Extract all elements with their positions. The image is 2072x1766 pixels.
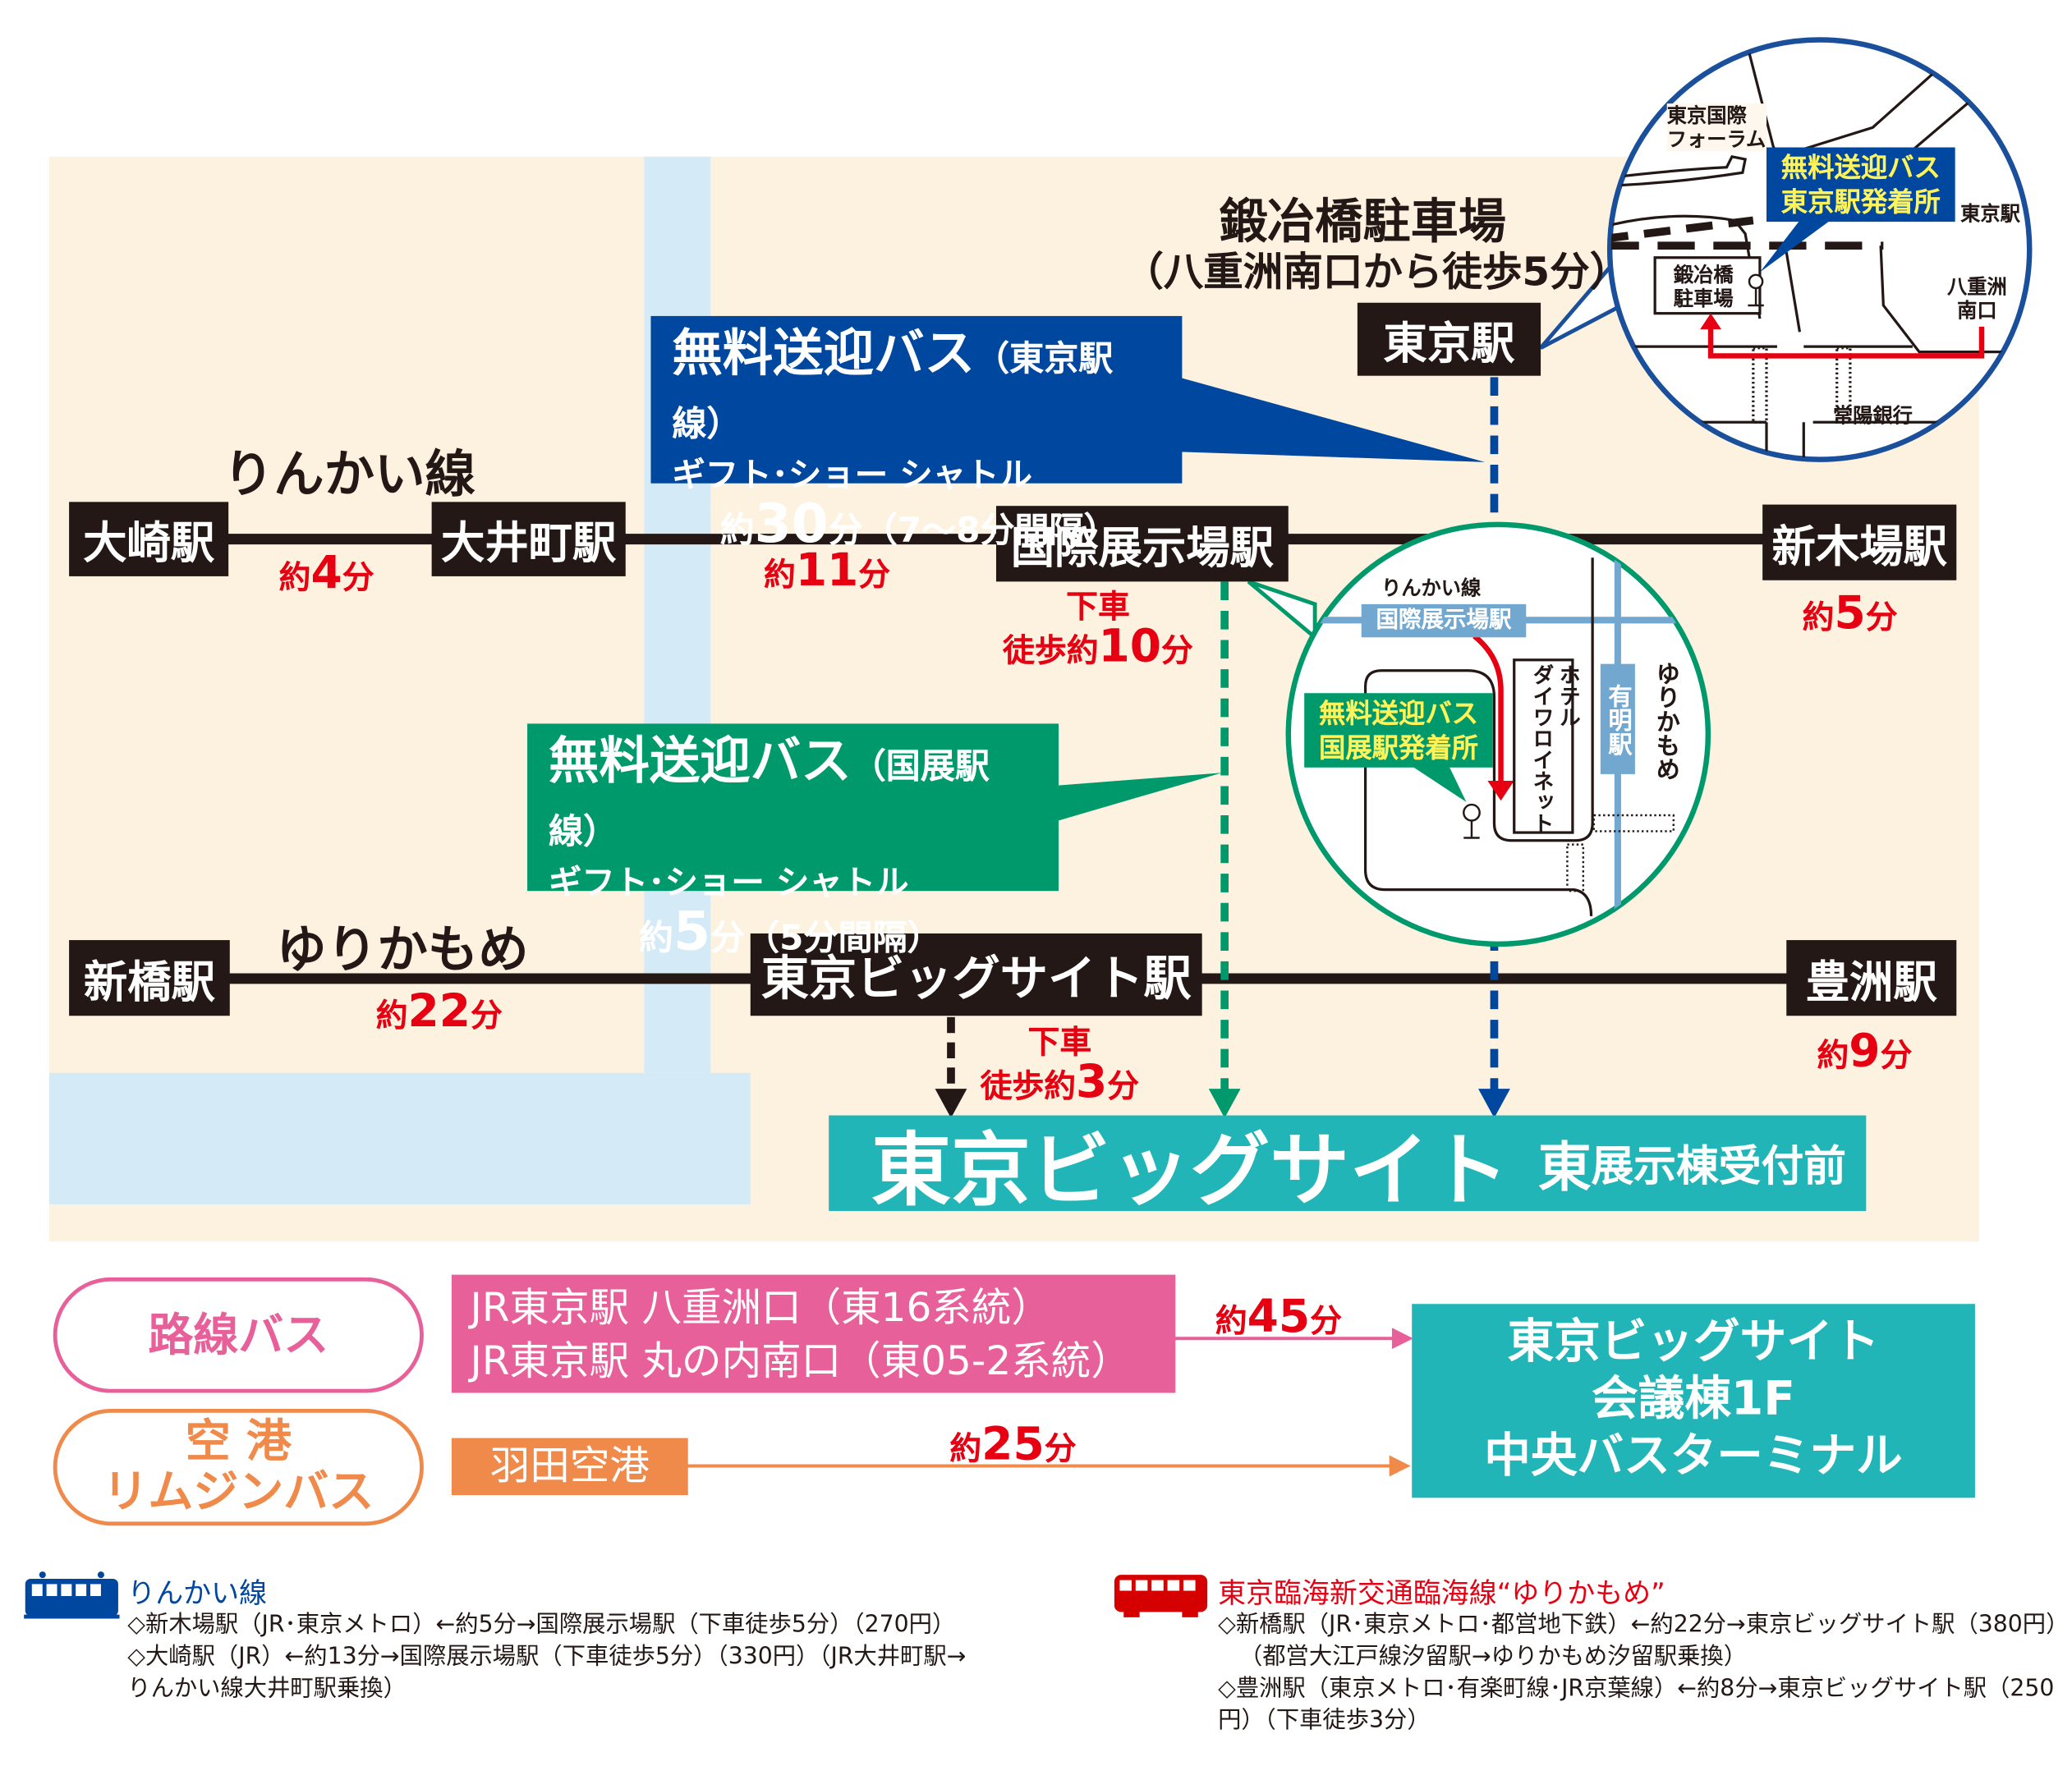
station-tokyo[interactable]: 東京駅 — [1357, 302, 1541, 376]
inset-ariake-station: 有明駅 — [1600, 663, 1635, 774]
blue-arrowhead — [1478, 1089, 1510, 1118]
inset-kokusai-station: 国際展示場駅 — [1361, 603, 1527, 638]
inset-bank: 常陽銀行 — [1832, 403, 1913, 428]
walk-big-sight: 下車 徒歩約3分 — [980, 1023, 1140, 1109]
inset-kokuten-pointer — [1247, 580, 1317, 642]
blue-callout-pointer — [1169, 374, 1486, 462]
walk-route-kokuten — [1472, 634, 1504, 784]
inset-parking-label: 鍛冶橋駐車場 — [1673, 263, 1734, 311]
route-bus-lines: JR東京駅 八重洲口（東16系統）JR東京駅 丸の内南口（東05-2系統） — [451, 1274, 1176, 1393]
inset-hotel: ホテルダイワロイネット — [1528, 663, 1581, 834]
rinkai-train-icon — [24, 1571, 120, 1619]
walk-route-tokyo — [1707, 326, 1985, 359]
station-shin-kiba[interactable]: 新木場駅 — [1762, 504, 1957, 580]
haneda-airport: 羽田空港 — [451, 1438, 688, 1496]
inset-kokuten-callout: 無料送迎バス国展駅発着所 — [1304, 693, 1493, 768]
station-osaki[interactable]: 大崎駅 — [69, 502, 229, 576]
shuttle-tokyo-callout: 無料送迎バス（東京駅線） ギフト･ショー シャトル 約30分（7～8分間隔） — [650, 315, 1183, 553]
inset-yurikamome-label: ゆりかもめ — [1652, 661, 1680, 781]
inset-forum-label: 東京国際フォーラム — [1666, 103, 1766, 152]
walk-arrowhead — [935, 1089, 967, 1118]
station-big-sight[interactable]: 東京ビッグサイト駅 — [750, 933, 1202, 1016]
time-shimbashi: 約22分 — [375, 985, 503, 1039]
green-arrowhead — [1208, 1089, 1241, 1118]
station-toyosu[interactable]: 豊洲駅 — [1786, 940, 1957, 1016]
inset-tokyo-callout: 無料送迎バス東京駅発着所 — [1766, 147, 1955, 222]
destination-sub-east: 東 — [1537, 1138, 1592, 1200]
water-bay — [48, 1072, 751, 1204]
destination-big-sight-east[interactable]: 東京ビッグサイト 東 展示棟受付前 — [829, 1115, 1867, 1217]
time-oimachi-kokusai: 約11分 — [763, 544, 891, 598]
route-bus-label: 路線バス — [53, 1277, 424, 1393]
station-kokusai-tenjijo[interactable]: 国際展示場駅 — [995, 506, 1289, 582]
destination-main: 東京ビッグサイト — [871, 1124, 1509, 1218]
rinkai-notes: りんかい線 ◇新木場駅（JR･東京メトロ）←約5分→国際展示場駅（下車徒歩5分）… — [127, 1577, 967, 1703]
yurikamome-line-label: ゆりかもめ — [276, 920, 529, 979]
water-canal — [644, 156, 711, 1073]
parking-subtitle: （八重洲南口から徒歩5分） — [1123, 250, 1630, 296]
time-toyosu: 約9分 — [1817, 1025, 1913, 1079]
time-shinkiba: 約5分 — [1802, 586, 1898, 640]
limousine-bus-label: 空 港リムジンバス — [53, 1408, 424, 1526]
yurikamome-train-icon — [1114, 1575, 1208, 1617]
station-oimachi[interactable]: 大井町駅 — [431, 502, 626, 576]
shuttle-kokuten-callout: 無料送迎バス（国展駅線） ギフト･ショー シャトル 約5分（5分間隔） — [527, 723, 1059, 960]
rinkai-line-label: りんかい線 — [223, 444, 476, 503]
station-shimbashi[interactable]: 新橋駅 — [69, 940, 230, 1016]
green-callout-pointer — [1049, 773, 1222, 823]
limousine-time: 約25分 — [949, 1418, 1077, 1471]
yurikamome-notes: 東京臨海新交通臨海線“ゆりかもめ” ◇新橋駅（JR･東京メトロ･都営地下鉄）←約… — [1218, 1577, 2070, 1735]
inset-tokyo-station: 東京駅 — [1960, 201, 2020, 226]
parking-title: 鍛冶橋駐車場 — [1219, 195, 1507, 250]
walk-kokusai: 下車 徒歩約10分 — [1003, 588, 1193, 673]
time-osaki-oimachi: 約4分 — [278, 547, 374, 601]
destination-sub: 展示棟受付前 — [1591, 1140, 1847, 1191]
inset-rinkai-label: りんかい線 — [1381, 576, 1482, 601]
inset-yaesu-exit: 八重洲南口 — [1946, 274, 2007, 323]
route-bus-time: 約45分 — [1215, 1291, 1343, 1344]
